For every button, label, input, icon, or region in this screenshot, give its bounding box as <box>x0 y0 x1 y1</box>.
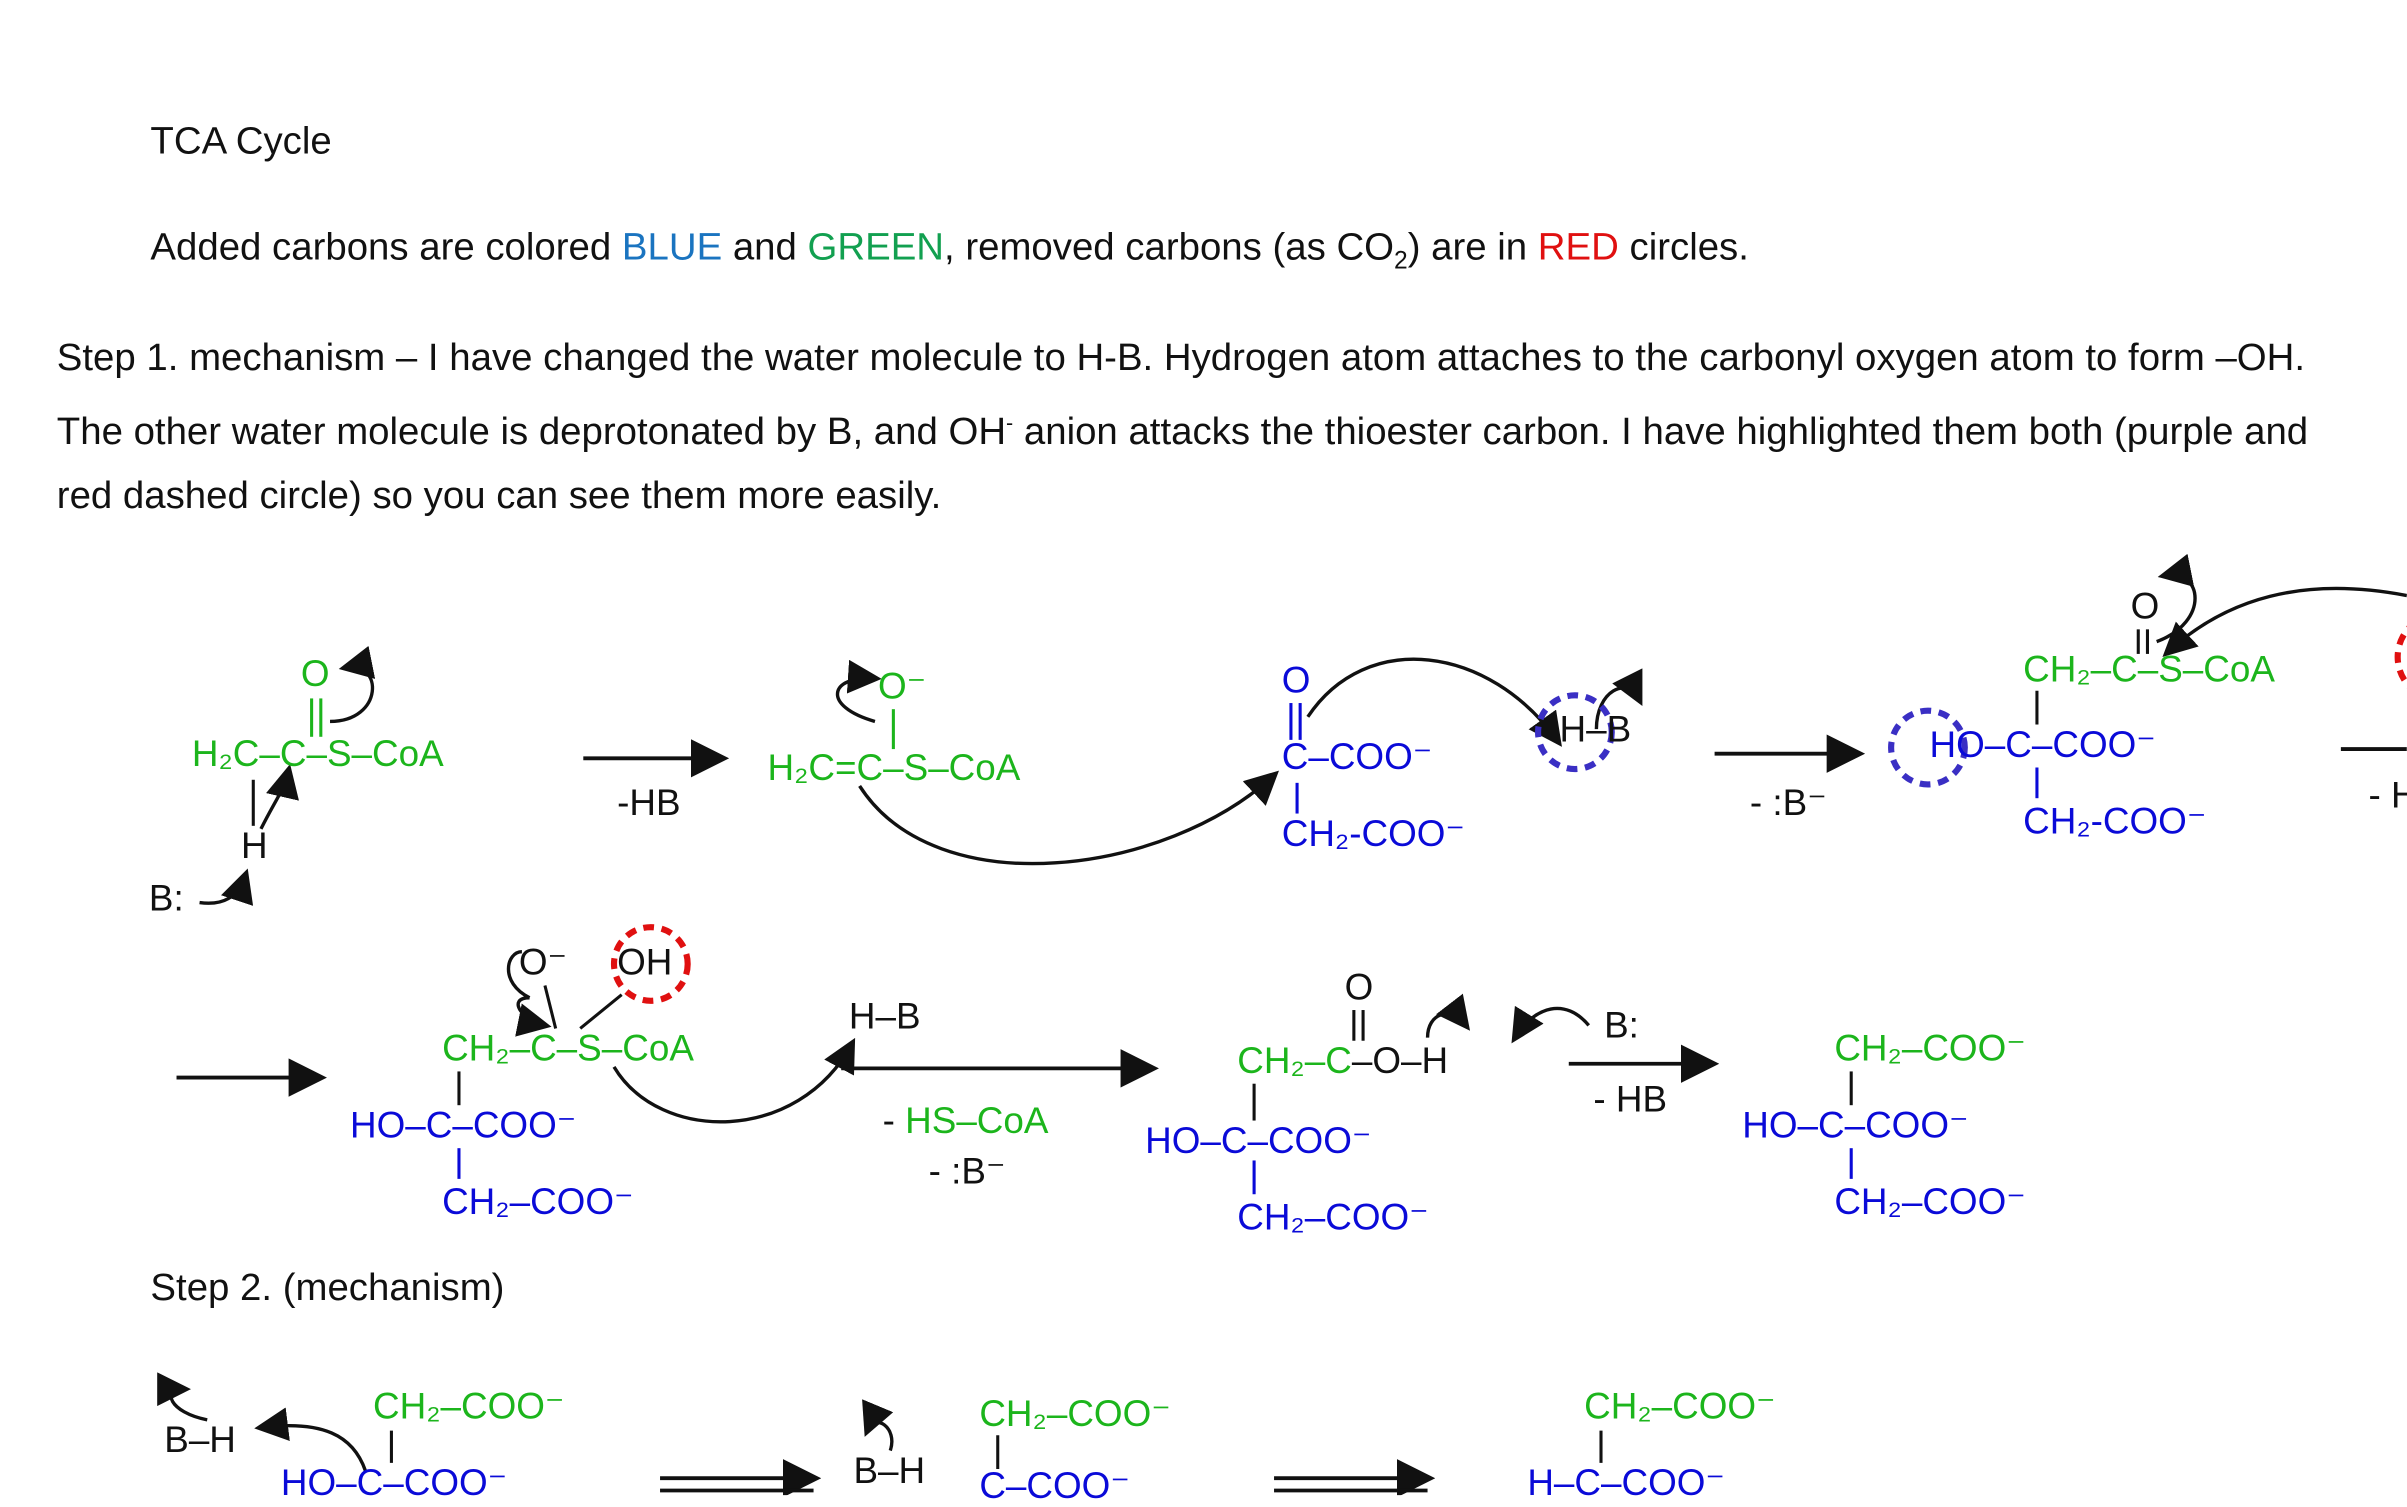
intermediate-oxygen: O <box>2130 586 2160 628</box>
curved-arrows <box>157 553 2407 1472</box>
enolate-oxygen: O⁻ <box>878 666 927 708</box>
legend-text: circles. <box>1618 225 1749 269</box>
step1-text: Step 1. mechanism – I have changed the w… <box>56 336 2306 454</box>
page-title: TCA Cycle <box>150 119 332 163</box>
citric-acid-bottom: CH₂–COO⁻ <box>1237 1197 1429 1239</box>
citric-acid-middle: HO–C–COO⁻ <box>1145 1120 1372 1162</box>
base-label: B: <box>1604 1005 1639 1047</box>
acid-oxygen: O <box>1344 967 1374 1009</box>
aconitate-middle: C–COO⁻ <box>979 1465 1130 1507</box>
dash: - <box>882 1100 906 1143</box>
step1-text: anion attacks the thioester carbon. I ha… <box>56 410 2309 518</box>
intermediate-middle: HO–C–COO⁻ <box>1929 724 2156 766</box>
legend-text: and <box>722 225 808 269</box>
citrate-bottom: CH₂–COO⁻ <box>1834 1181 2026 1224</box>
step1-paragraph: Step 1. mechanism – I have changed the w… <box>57 325 2360 528</box>
purple-dashed-circle <box>1888 707 1968 788</box>
step2-heading: Step 2. (mechanism) <box>150 1266 505 1310</box>
oxaloacetate-carbon: C–COO⁻ <box>1281 736 1433 779</box>
base-label: B: <box>148 878 184 920</box>
hscoa: HS–CoA <box>905 1100 1049 1143</box>
color-legend-line: Added carbons are colored BLUE and GREEN… <box>150 226 1748 277</box>
legend-text: ) are in <box>1407 225 1538 269</box>
condition-hscoa: - HS–CoA <box>882 1100 1049 1143</box>
legend-text: Added carbons are colored <box>150 225 622 269</box>
oxaloacetate-oxygen: O <box>1281 660 1311 702</box>
condition-label: -HB <box>617 782 681 825</box>
ch2-c: CH₂–C <box>1237 1040 1352 1083</box>
legend-blue: BLUE <box>621 225 723 269</box>
intermediate-bottom: CH₂-COO⁻ <box>2023 801 2207 843</box>
red-dashed-circle <box>610 924 691 1004</box>
bond-lines <box>251 629 2149 1469</box>
acid-bh: B–H <box>853 1450 926 1493</box>
citric-acid-top: CH₂–C–O–H <box>1237 1040 1449 1083</box>
intermediate-top: CH₂–C–S–CoA <box>2023 649 2275 691</box>
isocitrate-top: CH₂–COO⁻ <box>1584 1386 1776 1428</box>
condition-label: - H <box>2368 775 2407 817</box>
acetyl-oxygen: O <box>300 653 330 696</box>
legend-sub: 2 <box>1394 248 1408 275</box>
tetrahedral-bottom: CH₂–COO⁻ <box>442 1181 634 1224</box>
condition-label: - HB <box>1593 1079 1668 1121</box>
citrate-top: CH₂–COO⁻ <box>1834 1028 2026 1070</box>
tetrahedral-oxyanion: O⁻ <box>518 942 567 984</box>
isocitrate-middle: H–C–COO⁻ <box>1527 1462 1725 1505</box>
citrate-middle: HO–C–COO⁻ <box>280 1462 508 1505</box>
acetyl-coa: H₂C–C–S–CoA <box>191 733 444 776</box>
legend-red: RED <box>1537 225 1619 269</box>
reaction-arrows <box>176 734 2407 1496</box>
purple-dashed-circle <box>1534 692 1615 773</box>
aconitate-top: CH₂–COO⁻ <box>979 1393 1171 1436</box>
acid-hb: H–B <box>848 996 921 1038</box>
tetrahedral-middle: HO–C–COO⁻ <box>349 1105 577 1147</box>
condition-label: - :B⁻ <box>928 1151 1006 1193</box>
condition-label: - :B⁻ <box>1749 782 1827 825</box>
tetrahedral-top: CH₂–C–S–CoA <box>442 1028 694 1070</box>
oxaloacetate-ch2: CH₂-COO⁻ <box>1281 813 1465 855</box>
alpha-hydrogen: H <box>240 825 268 868</box>
legend-green: GREEN <box>807 225 945 269</box>
acid-bh: B–H <box>164 1419 236 1462</box>
red-dashed-circle <box>2394 625 2407 689</box>
enolate: H₂C=C–S–CoA <box>767 747 1021 789</box>
step1-sup: - <box>1006 409 1014 435</box>
citrate-top: CH₂–COO⁻ <box>373 1386 565 1428</box>
hydroxide: OH <box>617 942 673 984</box>
o-h: –O–H <box>1351 1040 1449 1083</box>
citrate-middle: HO–C–COO⁻ <box>1742 1105 1969 1147</box>
legend-text: , removed carbons (as CO <box>944 225 1395 269</box>
acid-hb: H–B <box>1559 709 1632 751</box>
